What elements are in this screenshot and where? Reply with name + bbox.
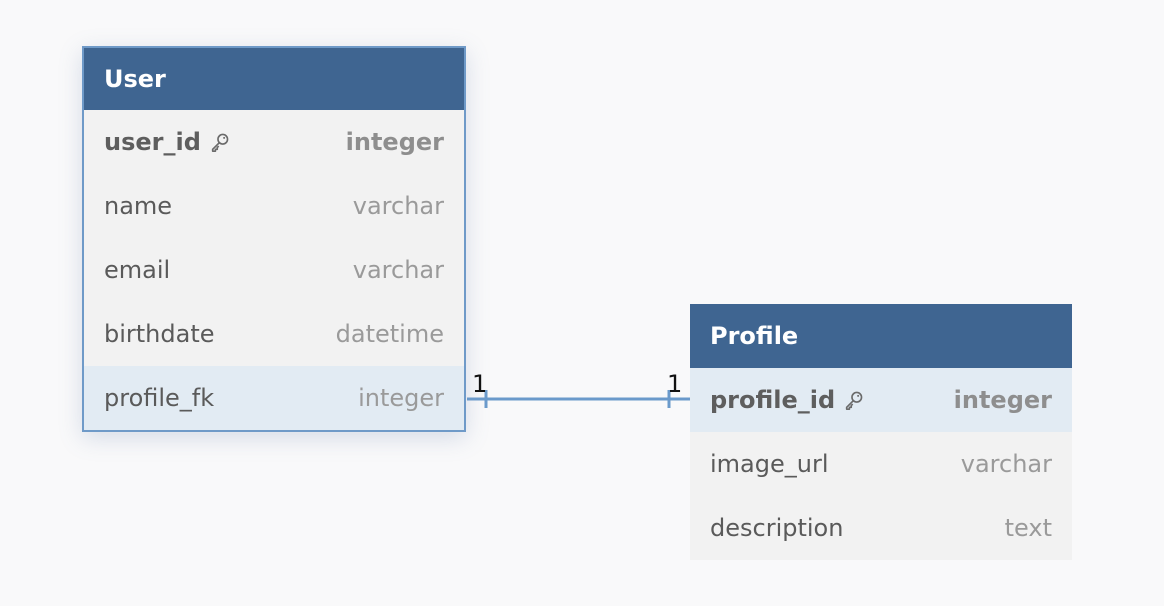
column-type: text (1004, 514, 1052, 542)
user-table-header[interactable]: User (84, 48, 464, 110)
column-type: integer (953, 386, 1052, 414)
column-type: datetime (335, 320, 444, 348)
cardinality-label-from: 1 (472, 370, 488, 398)
key-icon (846, 391, 863, 410)
user-row-email[interactable]: email varchar (84, 238, 464, 302)
column-name: profile_fk (104, 384, 215, 412)
cardinality-label-to: 1 (667, 370, 683, 398)
user-table[interactable]: User user_id integer name varchar email … (82, 46, 466, 432)
column-name-cell: user_id (104, 128, 231, 156)
profile-table-header[interactable]: Profile (690, 304, 1072, 368)
column-name: email (104, 256, 171, 284)
column-name: birthdate (104, 320, 215, 348)
key-icon (211, 133, 229, 152)
user-row-birthdate[interactable]: birthdate datetime (84, 302, 464, 366)
user-row-user-id[interactable]: user_id integer (84, 110, 464, 174)
profile-row-image-url[interactable]: image_url varchar (690, 432, 1072, 496)
profile-table[interactable]: Profile profile_id integer image_url var… (690, 304, 1072, 560)
column-name: profile_id (710, 386, 836, 414)
column-name: user_id (104, 128, 201, 156)
column-name-cell: profile_id (710, 386, 865, 414)
column-type: varchar (352, 192, 444, 220)
column-type: integer (345, 128, 444, 156)
profile-row-profile-id[interactable]: profile_id integer (690, 368, 1072, 432)
column-name: name (104, 192, 173, 220)
column-type: varchar (960, 450, 1052, 478)
profile-row-description[interactable]: description text (690, 496, 1072, 560)
user-row-profile-fk[interactable]: profile_fk integer (84, 366, 464, 430)
column-name: description (710, 514, 844, 542)
column-type: integer (358, 384, 444, 412)
user-row-name[interactable]: name varchar (84, 174, 464, 238)
column-name: image_url (710, 450, 829, 478)
column-type: varchar (352, 256, 444, 284)
